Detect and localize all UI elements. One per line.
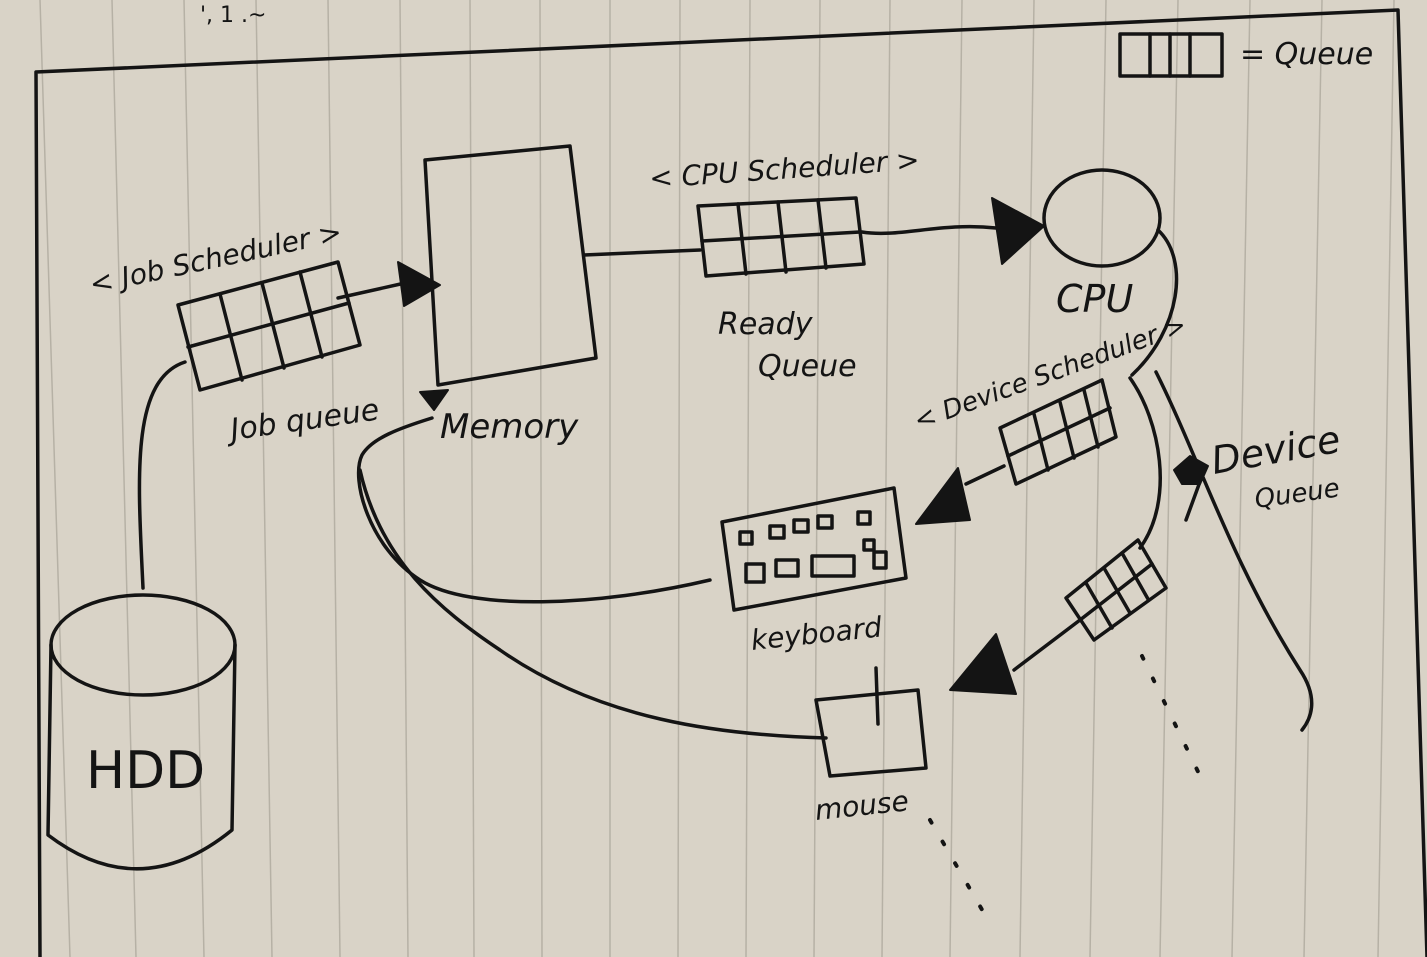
device-queue-label-2: Queue bbox=[1253, 473, 1342, 515]
continuation-dots-device bbox=[1140, 654, 1206, 786]
keyboard-label: keyboard bbox=[749, 610, 883, 657]
mouse-return-loop bbox=[358, 468, 828, 740]
cpu-output-line bbox=[1130, 228, 1179, 377]
device-queue-upper bbox=[998, 378, 1118, 486]
cpu-scheduler-label: < CPU Scheduler > bbox=[648, 143, 920, 195]
ready-to-cpu-arrow bbox=[860, 224, 998, 236]
arrowhead-return-memory bbox=[419, 389, 449, 411]
ready-queue-label-1: Ready bbox=[718, 307, 814, 342]
device-bus-line-a bbox=[1128, 376, 1162, 550]
cpu-label: CPU bbox=[1056, 277, 1133, 321]
legend-label: = Queue bbox=[1240, 37, 1373, 72]
top-scribble: ', 1 .~ bbox=[200, 3, 266, 28]
device-bus-line-b bbox=[1154, 370, 1314, 732]
device-queue-lower bbox=[1064, 538, 1168, 642]
hdd-label: HDD bbox=[86, 741, 205, 801]
device-to-keyboard-arrow bbox=[964, 464, 1006, 486]
ready-queue-label-2: Queue bbox=[758, 349, 857, 384]
keyboard-device bbox=[720, 486, 908, 612]
arrowhead-to-mouse bbox=[949, 633, 1017, 695]
job-queue-label: Job queue bbox=[223, 392, 381, 448]
legend-queue-icon bbox=[1118, 32, 1224, 78]
io-return-loop bbox=[356, 416, 712, 604]
arrowhead-to-memory bbox=[397, 261, 441, 307]
memory-to-ready-line bbox=[582, 248, 702, 257]
memory-label: Memory bbox=[440, 407, 579, 447]
arrowhead-to-keyboard bbox=[915, 467, 971, 525]
job-to-memory-arrow bbox=[336, 281, 407, 300]
diagram-frame bbox=[34, 8, 1427, 957]
ready-queue bbox=[696, 196, 866, 278]
job-queue bbox=[176, 260, 362, 392]
device-queue-label-1: Device bbox=[1208, 417, 1344, 483]
arrowhead-to-cpu bbox=[991, 197, 1045, 265]
continuation-dots-mouse bbox=[928, 818, 990, 922]
hdd-cylinder bbox=[46, 593, 237, 871]
mouse-label: mouse bbox=[813, 784, 910, 827]
memory-box bbox=[423, 144, 598, 387]
job-scheduler-label: < Job Scheduler > bbox=[87, 215, 345, 301]
mouse-device bbox=[814, 666, 928, 778]
hdd-to-job-queue-line bbox=[137, 360, 187, 590]
device-to-mouse-arrow bbox=[1012, 618, 1082, 672]
cpu-circle bbox=[1042, 168, 1162, 268]
device-queue-marker bbox=[1173, 455, 1209, 485]
